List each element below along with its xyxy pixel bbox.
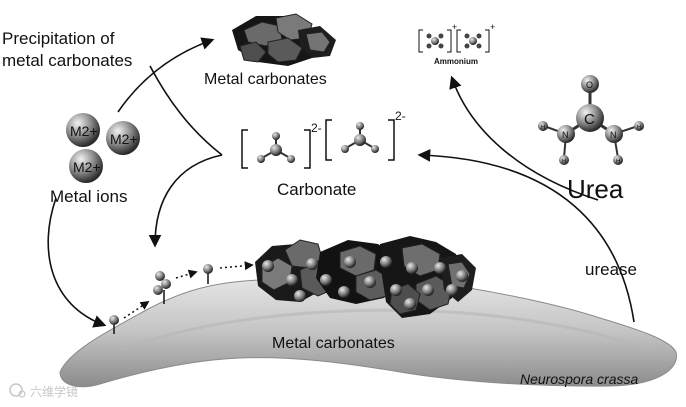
- metal-ion-2: M2+: [106, 121, 140, 155]
- precipitation-label-line2: metal carbonates: [2, 51, 132, 70]
- arrow-urease-to-ammonium: [449, 75, 599, 201]
- precipitation-label-line1: Precipitation of: [2, 29, 115, 48]
- carbonate-charge-1: 2-: [311, 121, 322, 135]
- organism-label: Neurospora crassa: [520, 371, 638, 387]
- urease-label: urease: [585, 260, 637, 279]
- arrow-carbonate-to-hypha: [148, 154, 223, 248]
- urea-h-atom-4: H: [616, 159, 620, 165]
- svg-text:M2+: M2+: [73, 159, 101, 175]
- nucleation-site-2: [153, 271, 171, 304]
- ammonium-label: Ammonium: [434, 57, 478, 66]
- urea-h-atom-3: H: [637, 125, 641, 131]
- carbonate-molecule-1: [241, 129, 311, 169]
- svg-text:M2+: M2+: [110, 131, 138, 147]
- svg-text:六维学镜: 六维学镜: [30, 384, 78, 399]
- urea-c-atom: C: [584, 111, 595, 128]
- hypha-body: [59, 276, 677, 388]
- watermark-logo: 六维学镜: [9, 383, 78, 399]
- dotted-arrow-3: [219, 261, 254, 271]
- arrow-ions-to-hypha: [47, 197, 107, 328]
- urea-o-atom: O: [586, 80, 593, 90]
- nucleation-site-3: [203, 264, 213, 284]
- svg-text:M2+: M2+: [70, 123, 98, 139]
- nucleation-site-1: [109, 315, 119, 334]
- urea-n-atom-right: N: [610, 130, 617, 140]
- arrow-ions-to-precipitation: [117, 37, 215, 113]
- dotted-arrow-2: [175, 269, 198, 279]
- carbonate-label: Carbonate: [277, 180, 356, 199]
- ammonium-charge-1: +: [452, 22, 457, 32]
- ammonium-molecule-2: [456, 29, 490, 53]
- metal-ion-spheres-on-crystals: [262, 256, 468, 310]
- urea-n-atom-left: N: [562, 130, 569, 140]
- metal-carbonates-top-label: Metal carbonates: [204, 71, 327, 88]
- urea-molecule: C O N N H H H H: [538, 75, 644, 165]
- metal-carbonates-bottom-label: Metal carbonates: [272, 335, 395, 352]
- metal-ions-label: Metal ions: [50, 187, 127, 206]
- carbonate-molecule-2: [325, 119, 395, 161]
- metal-ion-3: M2+: [69, 149, 103, 183]
- metal-ion-1: M2+: [66, 113, 100, 147]
- urea-h-atom-1: H: [541, 125, 545, 131]
- urea-label: Urea: [567, 174, 624, 204]
- urea-h-atom-2: H: [562, 159, 566, 165]
- metal-carbonate-crystals-top: [232, 13, 336, 66]
- arrow-urease-to-carbonate: [417, 148, 635, 323]
- arrow-carbonate-to-precipitation: [149, 65, 223, 156]
- ammonium-charge-2: +: [490, 22, 495, 32]
- ammonium-molecule-1: [418, 29, 452, 53]
- carbonate-charge-2: 2-: [395, 109, 406, 123]
